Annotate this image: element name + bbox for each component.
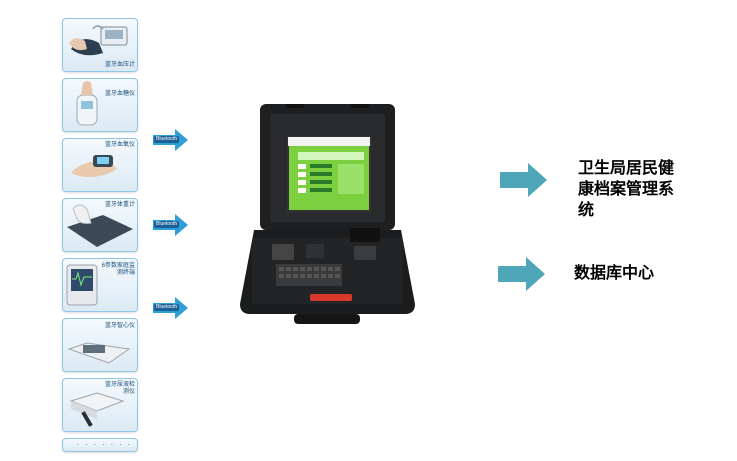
glucose-meter-icon (76, 81, 98, 126)
ecg-device-icon (67, 342, 131, 364)
more-dots: · · · · · · · · (77, 441, 132, 451)
body-scale-icon (67, 204, 133, 247)
device-tile-glucose: 蓝牙血糖仪 (62, 78, 138, 132)
device-label: 蓝牙体重计 (104, 202, 135, 208)
bluetooth-arrow: Bluetooth (153, 213, 189, 237)
output-arrow-database (498, 256, 546, 292)
bluetooth-label: Bluetooth (154, 221, 180, 228)
device-tile-ecg: 蓝牙智心仪 (62, 318, 138, 372)
device-tile-blood-pressure: 蓝牙血压计 (62, 18, 138, 72)
bluetooth-arrow: Bluetooth (153, 128, 189, 152)
right-arrow-icon (498, 257, 545, 291)
blood-pressure-monitor-icon (69, 25, 128, 56)
device-tile-urine: 蓝牙尿液检测仪 (62, 378, 138, 432)
bluetooth-arrow: Bluetooth (153, 296, 189, 320)
device-label: 蓝牙血氧仪 (104, 142, 135, 148)
right-arrow-icon (500, 163, 547, 197)
device-label: 蓝牙尿液检测仪 (104, 382, 135, 395)
output-arrow-health-records (500, 162, 548, 198)
device-label: 6参数家庭监测终端 (101, 263, 135, 276)
health-kiosk-device (240, 100, 415, 329)
briefcase-kiosk-icon (240, 100, 415, 324)
vital-signs-monitor-icon (66, 264, 98, 306)
device-label: 蓝牙智心仪 (104, 323, 135, 329)
output-health-records-system: 卫生局居民健康档案管理系统 (578, 158, 675, 219)
bluetooth-label: Bluetooth (154, 304, 180, 311)
device-label: 蓝牙血压计 (104, 62, 135, 68)
device-label: 蓝牙血糖仪 (104, 91, 135, 97)
device-tile-vital-monitor: 6参数家庭监测终端 (62, 258, 138, 312)
pulse-oximeter-icon (71, 155, 117, 178)
device-list: 蓝牙血压计 蓝牙血糖仪 蓝牙血氧仪 蓝牙体重计 6参数家庭监测终端 (62, 18, 138, 458)
urine-analyzer-icon (69, 392, 125, 427)
device-tile-oximeter: 蓝牙血氧仪 (62, 138, 138, 192)
device-tile-scale: 蓝牙体重计 (62, 198, 138, 252)
bluetooth-label: Bluetooth (154, 136, 180, 143)
output-database-center: 数据库中心 (574, 263, 655, 282)
device-tile-more: · · · · · · · · (62, 438, 138, 452)
